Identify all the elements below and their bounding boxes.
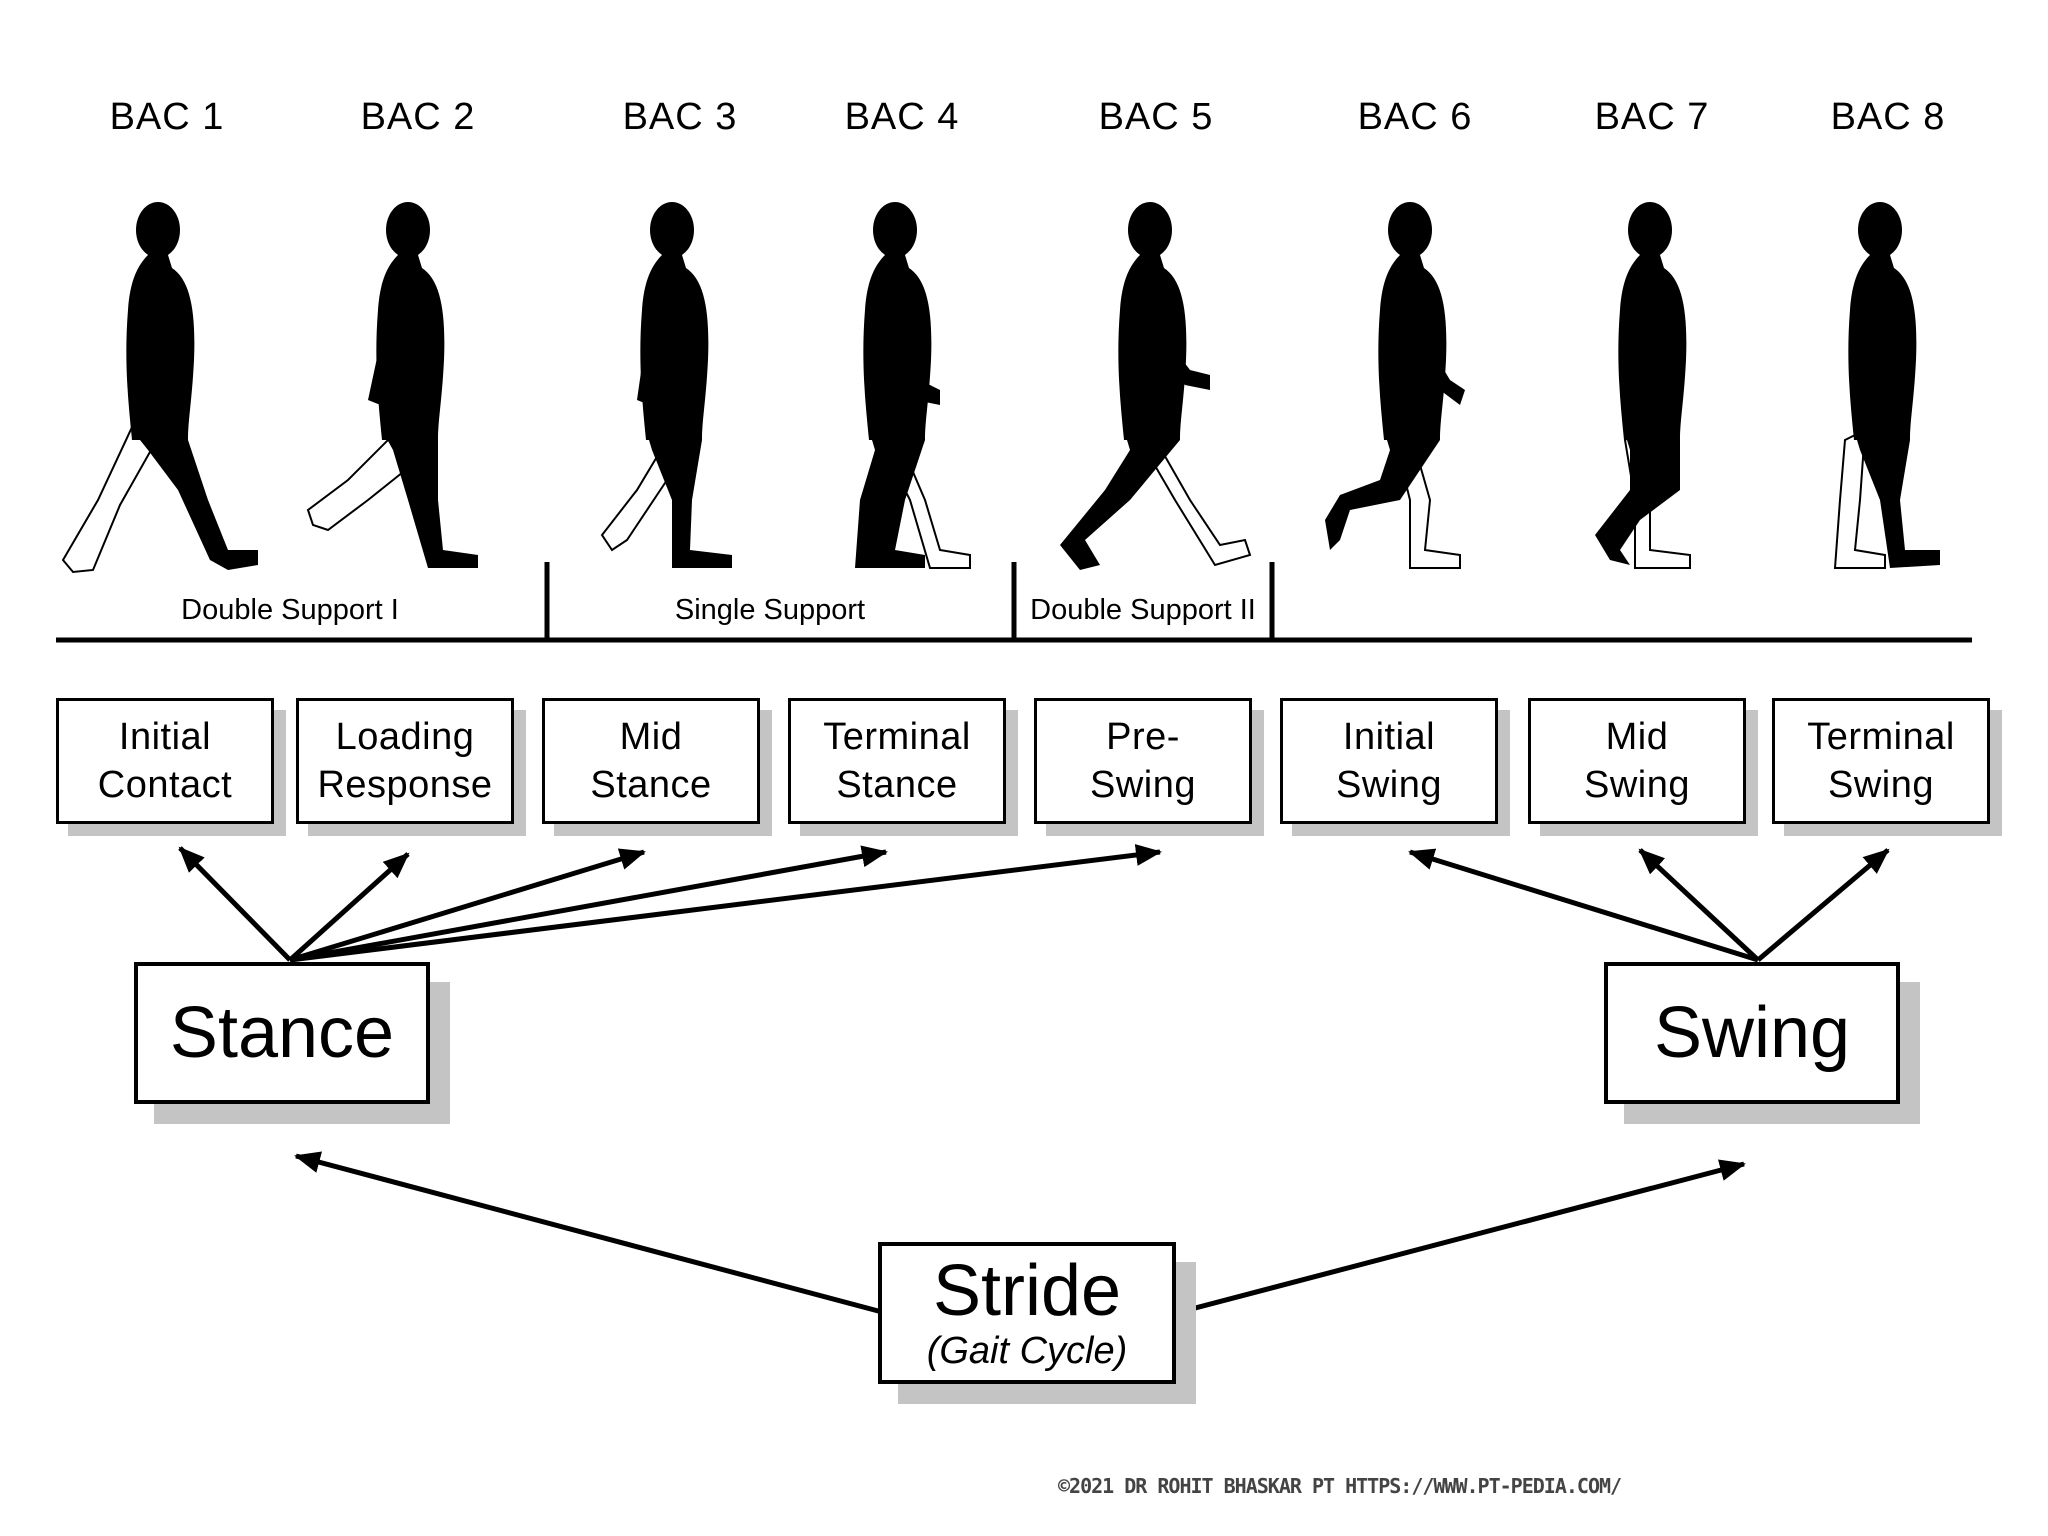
- walker-figure-4: [855, 202, 971, 569]
- phase-line: Pre-: [1106, 716, 1180, 758]
- walker-figure-6: [1325, 202, 1465, 569]
- stride-arrows: [294, 1151, 1746, 1315]
- support-dividers: [56, 562, 1972, 643]
- support-label-double-2: Double Support II: [1030, 594, 1256, 626]
- bac-label-3: BAC 3: [622, 96, 738, 138]
- walker-figure-7: [1595, 202, 1691, 569]
- phase-line: Terminal: [1807, 716, 1955, 758]
- stance-label: Stance: [169, 993, 395, 1073]
- walker-figure-1: [61, 202, 258, 574]
- phase-line: Stance: [836, 764, 958, 806]
- phase-line: Swing: [1090, 764, 1196, 806]
- walker-figure-8: [1833, 202, 1940, 569]
- copyright-notice: ©2021 DR ROHIT BHASKAR PT HTTPS://WWW.PT…: [1058, 1474, 1622, 1498]
- bac-label-6: BAC 6: [1357, 96, 1473, 138]
- bac-label-8: BAC 8: [1830, 96, 1946, 138]
- stance-box: Stance: [134, 962, 430, 1104]
- stride-box: Stride (Gait Cycle): [878, 1242, 1176, 1384]
- phase-line: Stance: [590, 764, 712, 806]
- swing-arrows: [1408, 848, 1890, 963]
- support-label-single: Single Support: [674, 594, 866, 626]
- bac-label-7: BAC 7: [1594, 96, 1710, 138]
- walker-figure-2: [306, 202, 478, 568]
- phase-line: Initial: [1342, 716, 1436, 758]
- stride-subtitle: (Gait Cycle): [926, 1330, 1128, 1372]
- swing-box: Swing: [1604, 962, 1900, 1104]
- phase-line: Mid: [1605, 716, 1669, 758]
- bac-label-5: BAC 5: [1098, 96, 1214, 138]
- bac-label-1: BAC 1: [109, 96, 225, 138]
- phase-line: Loading: [335, 716, 475, 758]
- stride-title: Stride: [932, 1251, 1122, 1331]
- stance-arrows: [178, 844, 1162, 963]
- phase-line: Initial: [118, 716, 212, 758]
- phase-line: Swing: [1827, 764, 1934, 806]
- phase-line: Terminal: [823, 716, 971, 758]
- walker-figure-5: [1060, 202, 1252, 570]
- phase-line: Response: [317, 764, 493, 806]
- phase-line: Swing: [1336, 764, 1442, 806]
- phase-pre-swing: Pre- Swing: [1034, 698, 1252, 824]
- walker-figure-3: [600, 202, 732, 568]
- swing-label: Swing: [1653, 993, 1851, 1073]
- phase-line: Contact: [97, 764, 233, 806]
- bac-label-4: BAC 4: [844, 96, 960, 138]
- support-label-double-1: Double Support I: [181, 594, 399, 626]
- phase-line: Mid: [619, 716, 683, 758]
- phase-line: Swing: [1584, 764, 1690, 806]
- bac-label-2: BAC 2: [360, 96, 476, 138]
